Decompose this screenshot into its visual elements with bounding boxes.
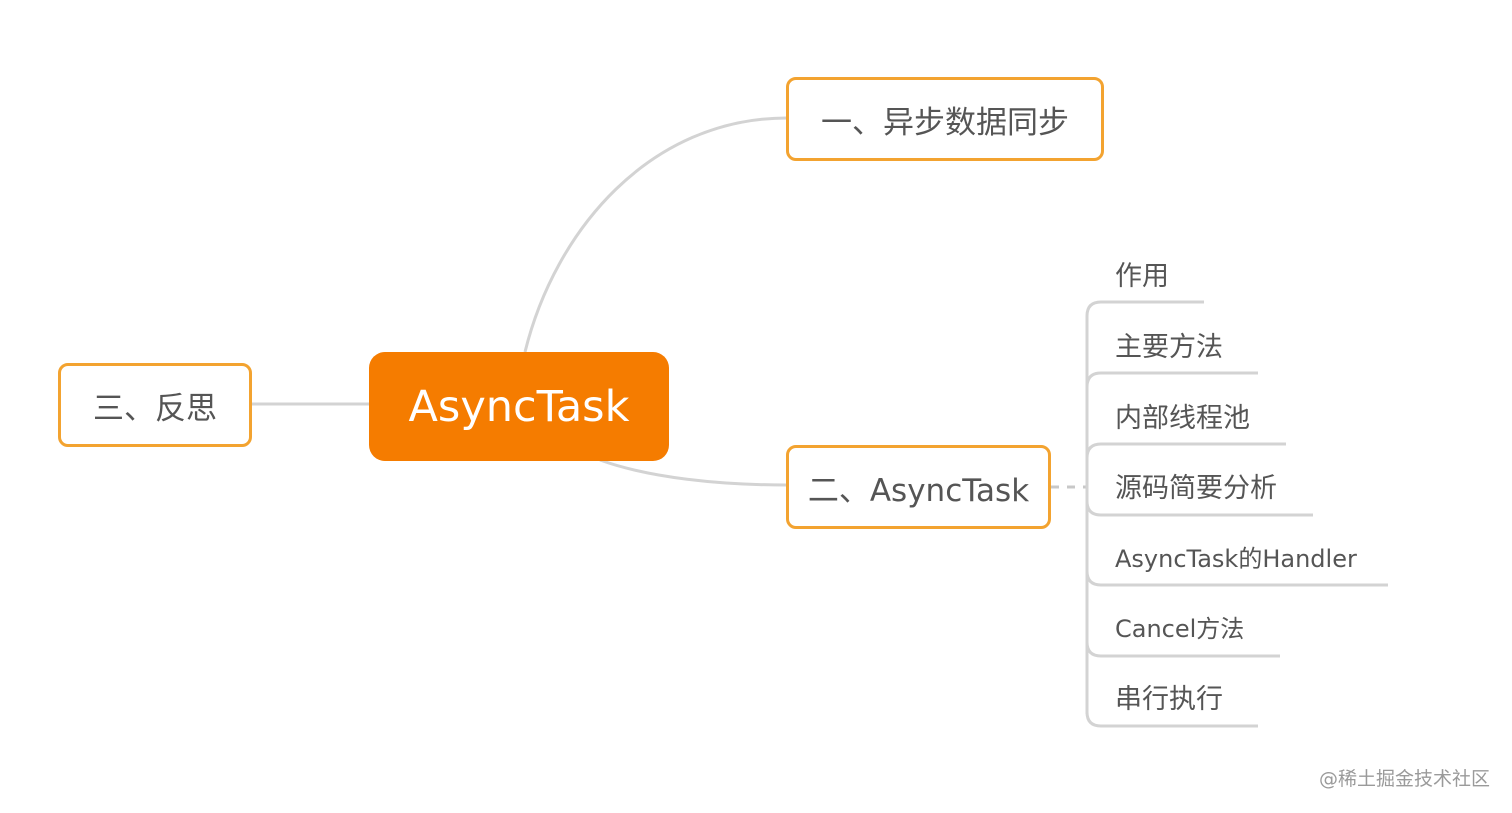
leaf-node-thread-pool[interactable]: 内部线程池 <box>1087 405 1250 442</box>
leaf-underline <box>1085 711 1258 728</box>
branch-label: 三、反思 <box>93 390 217 427</box>
connector-root-to-sync <box>523 116 788 353</box>
leaf-node-cancel[interactable]: Cancel方法 <box>1087 617 1244 651</box>
leaf-label: 源码简要分析 <box>1115 473 1277 504</box>
leaf-node-source-analysis[interactable]: 源码简要分析 <box>1087 475 1277 512</box>
leaf-underline <box>1085 641 1280 658</box>
root-node[interactable]: AsyncTask <box>369 352 669 461</box>
connector-root-to-asynctask <box>599 458 788 487</box>
leaf-node-serial-execution[interactable]: 串行执行 <box>1087 686 1223 723</box>
leaf-label: Cancel方法 <box>1115 615 1245 643</box>
leaf-underline <box>1085 570 1388 587</box>
branch-label: 二、AsyncTask <box>807 472 1030 509</box>
watermark-text: @稀土掘金技术社区 <box>1318 768 1490 790</box>
leaf-label: 作用 <box>1115 261 1169 292</box>
leaf-underline <box>1085 500 1313 517</box>
leaf-label: 串行执行 <box>1115 684 1223 715</box>
root-label: AsyncTask <box>408 381 630 432</box>
branch-label: 一、异步数据同步 <box>821 104 1069 141</box>
leaf-label: 主要方法 <box>1115 332 1223 363</box>
leaf-node-purpose[interactable]: 作用 <box>1087 263 1169 300</box>
leaf-underline <box>1085 442 1286 459</box>
branch-node-sync[interactable]: 一、异步数据同步 <box>786 77 1104 161</box>
leaf-label: 内部线程池 <box>1115 403 1250 434</box>
leaf-underline <box>1085 300 1204 317</box>
leaf-node-main-methods[interactable]: 主要方法 <box>1087 334 1223 371</box>
branch-node-asynctask[interactable]: 二、AsyncTask <box>786 445 1051 529</box>
leaf-underline <box>1085 371 1258 388</box>
leaf-label: AsyncTask的Handler <box>1115 545 1357 573</box>
branch-node-reflection[interactable]: 三、反思 <box>58 363 252 447</box>
leaf-node-handler[interactable]: AsyncTask的Handler <box>1087 547 1357 581</box>
